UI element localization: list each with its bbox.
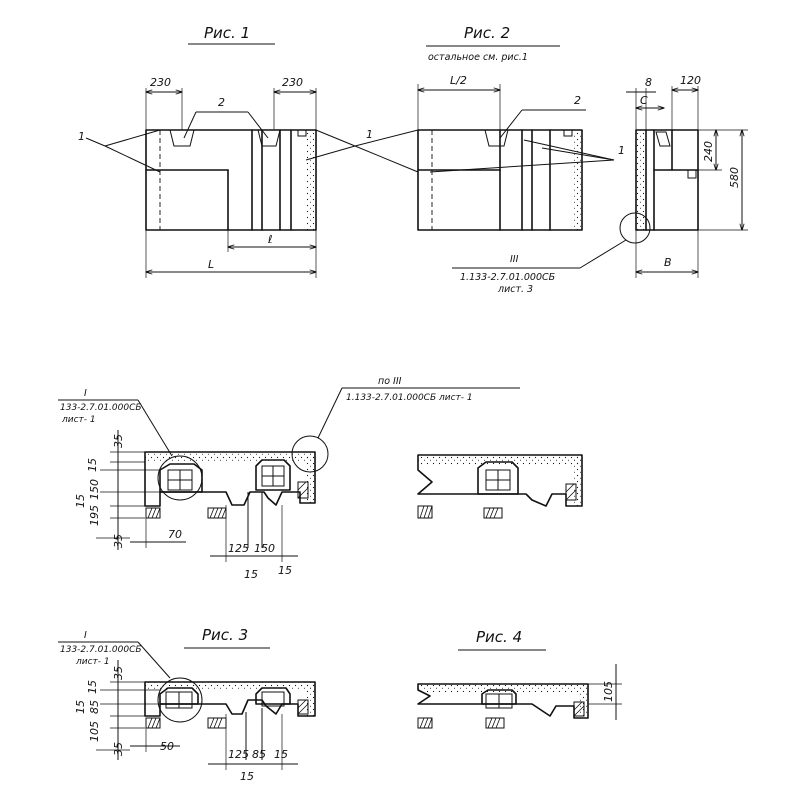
section-a-profile — [144, 451, 316, 507]
fig2-title: Рис. 2 — [464, 24, 510, 42]
fig2-socket — [484, 129, 509, 147]
section-a: I 133-2.7.01.000СБ лист- 1 по III 1.133-… — [58, 376, 520, 581]
fig4-d105: 105 — [602, 681, 615, 702]
section-b-top-stipple — [418, 455, 582, 465]
section-a-detail-I-circle — [157, 455, 203, 501]
fig1-socket-right — [257, 129, 281, 147]
section-a-ref-I-sheet: лист- 1 — [61, 415, 96, 425]
side-view: 8 120 С 240 580 B — [626, 74, 748, 278]
section-a-d70: 70 — [168, 528, 182, 541]
side-dim-120-label: 120 — [680, 74, 701, 87]
figure-2: Рис. 2 остальное см. рис.1 L/2 2 1 III 1… — [417, 24, 651, 295]
section-a-socket-left — [159, 463, 203, 493]
figure-3: Рис. 3 I 133-2.7.01.000СБ лист- 1 35 — [58, 626, 316, 783]
fig3-d35-top: 35 — [112, 666, 125, 680]
fig1-socket-left — [169, 129, 195, 147]
fig3-d85: 85 — [88, 700, 101, 714]
fig3-d50: 50 — [160, 740, 174, 753]
section-a-detail-III-circle — [291, 435, 329, 473]
fig2-detail-circle — [619, 212, 651, 244]
side-dim-8-label: 8 — [645, 76, 652, 89]
section-a-d125: 125 — [228, 542, 249, 555]
fig3-top-stipple — [145, 682, 315, 690]
section-a-ref-III-doc: 1.133-2.7.01.000СБ лист- 1 — [346, 393, 473, 403]
fig3-detail-I-circle — [157, 677, 203, 723]
fig3-d15-b: 15 — [74, 700, 87, 714]
fig1-end-stipple — [306, 130, 316, 230]
section-a-d35-top: 35 — [112, 434, 125, 448]
fig3-d15-c: 15 — [240, 770, 254, 783]
fig3-d85-b: 85 — [252, 748, 266, 761]
fig2-end-stipple — [572, 130, 582, 230]
fig1-dim-230-left-label: 230 — [150, 76, 171, 89]
fig4-top-stipple — [418, 684, 588, 692]
fig3-ref-I-sheet: лист- 1 — [75, 657, 110, 667]
section-a-ref-I: I — [84, 388, 87, 399]
fig1-callout-1-right: 1 — [366, 128, 373, 141]
fig2-detail-doc: 1.133-2.7.01.000СБ — [460, 272, 556, 283]
side-dim-c-label: С — [640, 94, 648, 107]
fig2-callout-2: 2 — [574, 94, 581, 107]
fig3-d15-a: 15 — [86, 680, 99, 694]
fig1-callout-2: 2 — [218, 96, 225, 109]
section-a-socket-right — [255, 459, 291, 491]
fig4-socket — [481, 689, 517, 705]
section-a-d195: 195 — [88, 505, 101, 526]
section-a-d15-b: 15 — [74, 494, 87, 508]
fig3-d15-d: 15 — [274, 748, 288, 761]
section-a-d15-d: 15 — [278, 564, 292, 577]
side-dim-240-label: 240 — [702, 141, 715, 162]
section-a-top-stipple — [145, 452, 315, 462]
side-dim-B-label: B — [664, 256, 672, 269]
fig3-socket-right — [255, 687, 291, 705]
section-a-d150: 150 — [88, 479, 101, 500]
section-a-ref-III: по III — [378, 376, 402, 387]
section-a-d150-b: 150 — [254, 542, 275, 555]
side-view-stipple — [636, 130, 646, 230]
fig2-dim-half-label: L/2 — [450, 74, 467, 87]
figure-1: Рис. 1 230 230 2 1 — [78, 24, 419, 278]
fig3-ref-I: I — [84, 630, 87, 641]
fig3-d125: 125 — [228, 748, 249, 761]
section-a-ref-I-doc: 133-2.7.01.000СБ — [60, 403, 142, 413]
fig1-dim-230-right-label: 230 — [282, 76, 303, 89]
fig2-corner-notch — [563, 129, 573, 137]
figure-4: Рис. 4 105 — [417, 628, 622, 729]
section-b — [417, 454, 583, 519]
fig3-ref-I-doc: 133-2.7.01.000СБ — [60, 645, 142, 655]
fig2-detail-sheet: лист. 3 — [497, 284, 533, 295]
fig3-d105: 105 — [88, 721, 101, 742]
fig3-d35-bot: 35 — [112, 742, 125, 756]
fig2-subtitle: остальное см. рис.1 — [428, 52, 528, 63]
section-a-d35-bot: 35 — [112, 534, 125, 548]
fig3-title: Рис. 3 — [202, 626, 248, 644]
fig2-detail-ref: III — [510, 254, 519, 265]
fig1-dim-L-label: L — [208, 258, 214, 271]
fig1-dim-l-label: ℓ — [267, 233, 273, 246]
fig2-callout-1: 1 — [618, 144, 625, 157]
side-view-socket — [655, 131, 671, 147]
side-dim-580-label: 580 — [728, 167, 741, 188]
fig1-corner-notch — [297, 129, 307, 137]
fig1-title: Рис. 1 — [204, 24, 250, 42]
fig4-title: Рис. 4 — [476, 628, 522, 646]
section-b-socket — [477, 461, 519, 495]
section-a-d15-a: 15 — [86, 458, 99, 472]
section-a-d15-c: 15 — [244, 568, 258, 581]
fig1-callout-1-left: 1 — [78, 130, 85, 143]
